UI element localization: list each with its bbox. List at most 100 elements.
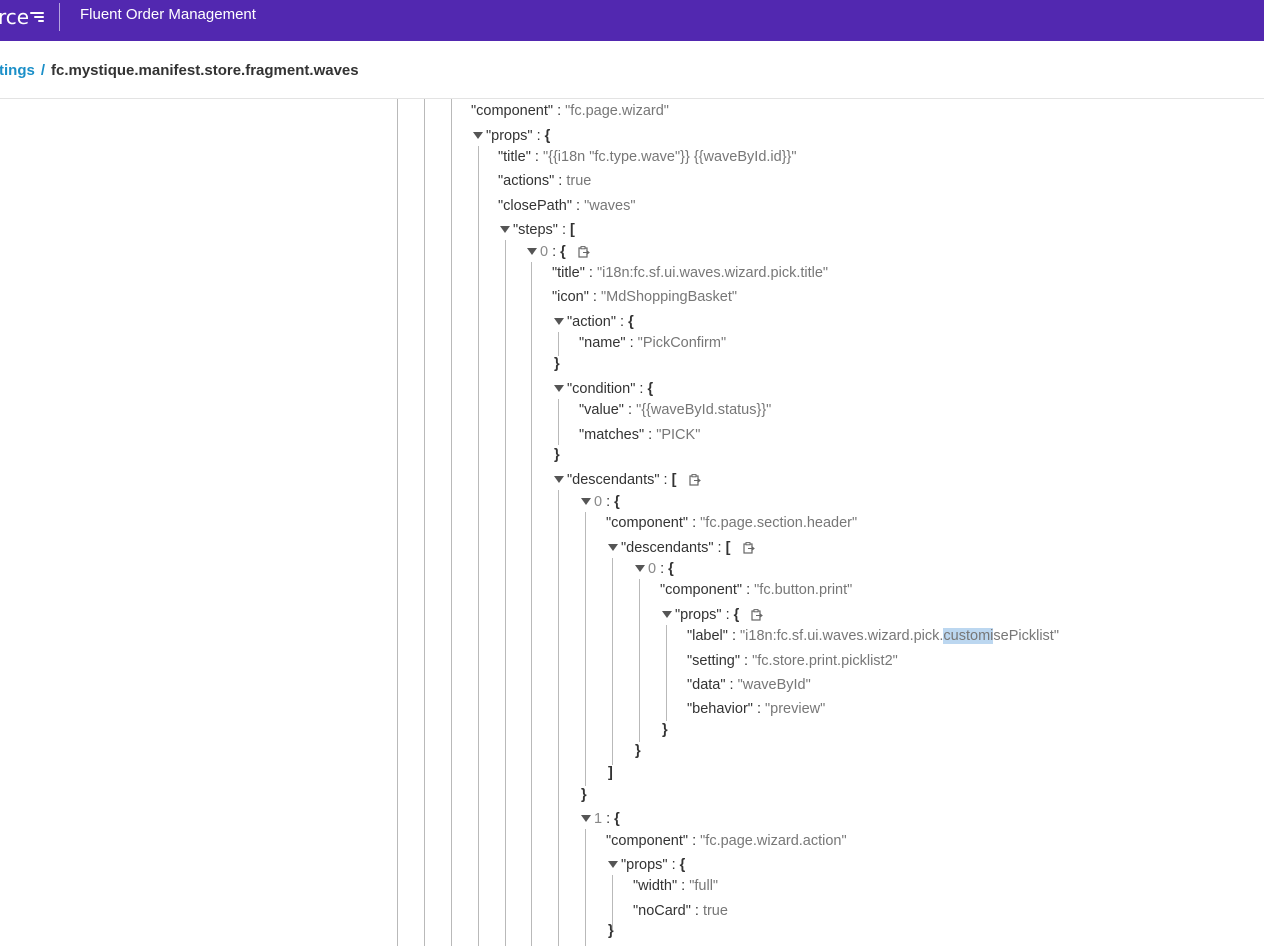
triangle-down-icon[interactable] xyxy=(608,543,618,551)
json-key: "steps" xyxy=(513,222,558,238)
json-value: "i18n:fc.sf.ui.waves.wizard.pick.customi… xyxy=(740,628,1059,644)
triangle-down-icon[interactable] xyxy=(554,475,564,483)
json-value: "{{waveById.status}}" xyxy=(636,402,772,418)
json-key: "width" xyxy=(633,878,678,894)
triangle-down-icon[interactable] xyxy=(608,860,618,868)
json-row: "descendants" : [ xyxy=(554,470,701,490)
json-row: 0 : { xyxy=(527,242,590,262)
json-key: "props" xyxy=(621,857,668,873)
triangle-down-icon[interactable] xyxy=(500,225,510,233)
json-index: 0 xyxy=(648,561,657,577)
json-value: "MdShoppingBasket" xyxy=(601,289,738,305)
json-row: } xyxy=(608,921,614,941)
json-key: "actions" xyxy=(498,173,555,189)
breadcrumb-separator: / xyxy=(40,62,45,79)
json-key: "condition" xyxy=(567,381,636,397)
header-divider xyxy=(59,3,60,31)
breadcrumb-current: fc.mystique.manifest.store.fragment.wave… xyxy=(51,62,359,79)
json-key: "component" xyxy=(471,103,554,119)
json-key: "props" xyxy=(486,128,533,144)
clipboard-copy-icon[interactable] xyxy=(688,474,701,486)
json-row: "behavior" : "preview" xyxy=(687,701,826,717)
json-row: "actions" : true xyxy=(498,173,592,189)
json-row: } xyxy=(554,445,560,465)
json-value: "fc.page.wizard" xyxy=(565,103,669,119)
json-value: "fc.button.print" xyxy=(754,582,853,598)
json-brace: { xyxy=(668,561,674,577)
triangle-down-icon[interactable] xyxy=(473,131,483,139)
json-row: "props" : { xyxy=(662,605,764,625)
json-brace: { xyxy=(647,381,654,397)
json-value: "{{i18n "fc.type.wave"}} {{waveById.id}}… xyxy=(542,149,797,165)
json-row: "name" : "PickConfirm" xyxy=(579,335,727,351)
json-brace: { xyxy=(628,314,634,330)
json-key: "setting" xyxy=(687,653,741,669)
json-row: "steps" : [ xyxy=(500,220,575,240)
json-key: "action" xyxy=(567,314,616,330)
json-row: "props" : { xyxy=(608,855,685,875)
triangle-down-icon[interactable] xyxy=(662,610,672,618)
json-row: ] xyxy=(608,763,613,783)
triangle-down-icon[interactable] xyxy=(581,497,591,505)
json-row: "component" : "fc.page.wizard" xyxy=(471,103,669,119)
json-value: "PickConfirm" xyxy=(637,335,727,351)
json-row: } xyxy=(581,785,587,805)
triangle-down-icon[interactable] xyxy=(554,317,564,325)
clipboard-copy-icon[interactable] xyxy=(742,542,755,554)
text-selection: customi xyxy=(943,628,994,644)
json-row: "descendants" : [ xyxy=(608,538,755,558)
json-value: "waves" xyxy=(584,198,636,214)
json-row: "closePath" : "waves" xyxy=(498,198,636,214)
json-index: 0 xyxy=(540,244,549,260)
json-key: "props" xyxy=(675,607,722,623)
json-key: "label" xyxy=(687,628,728,644)
logo-text: rce xyxy=(0,5,30,29)
json-value-part: sePicklist" xyxy=(993,628,1059,644)
json-value: "full" xyxy=(689,878,719,894)
json-row: } xyxy=(554,354,560,374)
json-value: true xyxy=(702,903,728,919)
triangle-down-icon[interactable] xyxy=(635,564,645,572)
json-key: "icon" xyxy=(552,289,589,305)
json-row: "title" : "i18n:fc.sf.ui.waves.wizard.pi… xyxy=(552,265,829,281)
json-value: "i18n:fc.sf.ui.waves.wizard.pick.title" xyxy=(596,265,829,281)
json-row: "width" : "full" xyxy=(633,878,719,894)
json-brace: { xyxy=(544,128,551,144)
json-value: "fc.page.wizard.action" xyxy=(700,833,847,849)
json-row: "action" : { xyxy=(554,312,634,332)
json-key: "matches" xyxy=(579,427,645,443)
json-value: true xyxy=(566,173,592,189)
clipboard-copy-icon[interactable] xyxy=(751,609,764,621)
triangle-down-icon[interactable] xyxy=(554,384,564,392)
json-value: "fc.page.section.header" xyxy=(700,515,858,531)
json-row: "matches" : "PICK" xyxy=(579,427,701,443)
json-key: "closePath" xyxy=(498,198,572,214)
top-bar: rce Fluent Order Management xyxy=(0,0,1264,41)
json-brace: } xyxy=(635,743,641,759)
triangle-down-icon[interactable] xyxy=(581,814,591,822)
json-row: } xyxy=(662,720,668,740)
json-value: "waveById" xyxy=(737,677,811,693)
brand-logo[interactable]: rce xyxy=(0,5,45,29)
json-brace: [ xyxy=(725,540,731,556)
json-row: 0 : { xyxy=(581,492,620,512)
json-brace: } xyxy=(581,787,587,803)
json-value: "preview" xyxy=(765,701,826,717)
json-brace: } xyxy=(554,356,560,372)
app-title: Fluent Order Management xyxy=(80,6,256,23)
json-value: "fc.store.print.picklist2" xyxy=(752,653,898,669)
json-brace: } xyxy=(662,722,668,738)
triangle-down-icon[interactable] xyxy=(527,247,537,255)
json-row: 0 : { xyxy=(635,559,674,579)
json-key: "behavior" xyxy=(687,701,753,717)
json-row: "value" : "{{waveById.status}}" xyxy=(579,402,772,418)
clipboard-copy-icon[interactable] xyxy=(578,246,590,258)
json-brace: { xyxy=(614,494,620,510)
json-key: "component" xyxy=(660,582,743,598)
json-brace: } xyxy=(554,447,560,463)
json-index: 1 xyxy=(594,811,603,827)
logo-bars-icon xyxy=(30,11,45,23)
json-key: "title" xyxy=(498,149,531,165)
